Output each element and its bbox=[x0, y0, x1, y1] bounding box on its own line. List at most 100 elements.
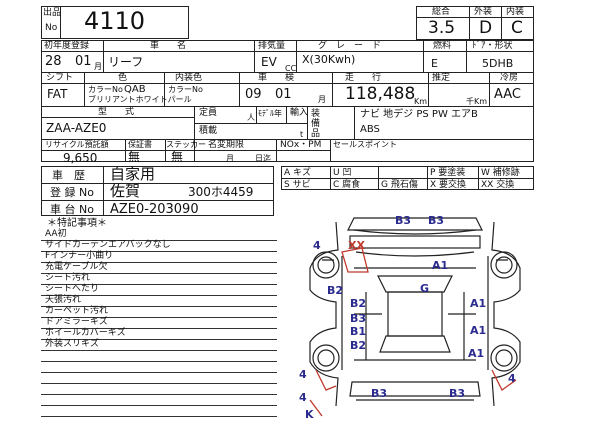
capacity-label: 定員 bbox=[199, 108, 218, 118]
displacement-label: 排気量 bbox=[258, 41, 286, 51]
notes-title: ＊特記事項＊ bbox=[47, 218, 107, 229]
sales-point-label: セールスポイント bbox=[333, 140, 397, 149]
shift: FAT bbox=[47, 87, 68, 101]
color-name: ブリリアントホワイトパール bbox=[88, 95, 192, 104]
legend-p: P 要塗装 bbox=[430, 168, 466, 178]
grade: X(30Kwh) bbox=[302, 53, 356, 66]
model-label: 型 式 bbox=[98, 107, 135, 117]
load-label: 積載 bbox=[199, 126, 218, 136]
note-item: シート汚れ bbox=[45, 273, 91, 283]
name-change-month-unit: 月 bbox=[226, 154, 234, 163]
legend-a: A キズ bbox=[284, 168, 312, 178]
note-item: Fインナー小曲り bbox=[45, 251, 114, 261]
note-item: ホイールカバーキズ bbox=[45, 328, 126, 338]
notes-ruled-line bbox=[41, 328, 277, 329]
mark-b1-left: B1 bbox=[350, 325, 367, 338]
note-item: カーペット汚れ bbox=[45, 306, 109, 316]
fuel: E bbox=[431, 57, 438, 70]
legend-g: G 飛石傷 bbox=[381, 180, 418, 190]
mark-a1-right-rear-door: A1 bbox=[470, 324, 487, 337]
note-item: ドアミラーキズ bbox=[45, 317, 108, 327]
grade-label: グ レ ー ド bbox=[318, 41, 382, 51]
mark-a1-hood: A1 bbox=[432, 259, 449, 272]
notes-ruled-line bbox=[41, 361, 277, 362]
notes-ruled-line bbox=[41, 317, 277, 318]
exterior-grade: D bbox=[479, 18, 493, 38]
interior-color-label: 内装色 bbox=[175, 73, 203, 83]
interior-label: 内装 bbox=[506, 7, 525, 17]
mark-b2-left-rear: B2 bbox=[350, 339, 367, 352]
equipment-line-2: ABS bbox=[360, 124, 380, 135]
mark-a1-right-door: A1 bbox=[470, 297, 487, 310]
reg-year: 28 bbox=[45, 54, 62, 69]
legend-w: W 補修跡 bbox=[481, 168, 520, 178]
fuel-label: 燃料 bbox=[433, 41, 452, 51]
note-item: 天張汚れ bbox=[45, 295, 82, 305]
recycle-label: リサイクル預託額 bbox=[45, 140, 109, 149]
chassis-label: 車 台 No bbox=[50, 203, 94, 216]
inspection-year: 09 bbox=[245, 87, 262, 102]
exterior-label: 外装 bbox=[474, 7, 493, 17]
car-name-label: 車 名 bbox=[150, 41, 187, 51]
usage: 自家用 bbox=[110, 165, 156, 183]
notes-ruled-line bbox=[41, 339, 277, 340]
plate-number: 300ホ4459 bbox=[188, 185, 254, 199]
mileage: 118,488 bbox=[345, 84, 416, 104]
notes-ruled-line bbox=[41, 251, 277, 252]
mark-4-rear-right: 4 bbox=[508, 372, 516, 385]
lot-number: 4110 bbox=[84, 7, 146, 35]
color-no-label: カラーNo bbox=[88, 85, 123, 94]
vehicle-info-table bbox=[41, 40, 534, 162]
mark-b3-top-right: B3 bbox=[428, 214, 445, 227]
model: ZAA-AZE0 bbox=[46, 121, 107, 135]
inspection-month: 01 bbox=[275, 87, 292, 102]
doors: 5DHB bbox=[482, 57, 514, 70]
ac: AAC bbox=[494, 87, 521, 102]
legend-c: C 腐食 bbox=[333, 180, 361, 190]
sticker: 無 bbox=[171, 150, 184, 164]
reg-month-unit: 月 bbox=[94, 62, 102, 71]
registration-label: 登 録 No bbox=[50, 186, 94, 199]
score-label: 総合 bbox=[432, 7, 451, 17]
legend-s: S サビ bbox=[284, 180, 311, 190]
legend-x: X 要交換 bbox=[430, 180, 467, 190]
note-item: 充電ケーブル欠 bbox=[45, 262, 108, 272]
mark-b2-left-door: B2 bbox=[350, 297, 367, 310]
mileage-label: 走 行 bbox=[345, 73, 382, 83]
shift-label: シフト bbox=[46, 73, 74, 83]
equipment-line-1: ナビ 地デジ PS PW エアB bbox=[360, 109, 478, 120]
mark-4-rear-bottom: 4 bbox=[299, 391, 307, 404]
notes-ruled-line bbox=[41, 240, 277, 241]
note-item: サイドカーテンエアバックなし bbox=[45, 240, 171, 250]
load-unit: t bbox=[300, 130, 304, 139]
warranty: 無 bbox=[128, 150, 141, 164]
import-label: 輸入 bbox=[290, 108, 309, 118]
notes-ruled-line bbox=[41, 383, 277, 384]
lot-label-top: 出品 bbox=[43, 8, 62, 18]
mark-b3-left: B3 bbox=[350, 312, 367, 325]
notes-ruled-line bbox=[41, 262, 277, 263]
lot-label-bottom: No bbox=[45, 23, 58, 33]
notes-ruled-line bbox=[41, 416, 277, 417]
region: 佐賀 bbox=[110, 182, 141, 200]
mark-k: K bbox=[305, 408, 314, 421]
warranty-label: 保証書 bbox=[128, 140, 152, 149]
interior-color-no-label: カラーNo bbox=[168, 85, 203, 94]
car-name: リーフ bbox=[108, 55, 144, 69]
recycle-amount: 9,650 bbox=[63, 151, 98, 165]
legend-u: U 凹 bbox=[333, 168, 352, 178]
km-unit: Km bbox=[414, 97, 428, 106]
nox-label: NOx・PM bbox=[280, 140, 322, 150]
history-box bbox=[41, 166, 274, 216]
mark-b3-bottom-left: B3 bbox=[371, 387, 388, 400]
ac-label: 冷房 bbox=[500, 73, 519, 83]
mark-b3-bottom-right: B3 bbox=[449, 387, 466, 400]
mark-a1-right-rear: A1 bbox=[468, 347, 485, 360]
capacity-unit: 人 bbox=[247, 113, 255, 122]
notes-ruled-line bbox=[41, 405, 277, 406]
notes-ruled-line bbox=[41, 394, 277, 395]
car-damage-diagram bbox=[309, 217, 521, 417]
notes-ruled-line bbox=[41, 284, 277, 285]
score-box bbox=[416, 6, 534, 40]
estimate-label: 推定 bbox=[432, 73, 451, 83]
